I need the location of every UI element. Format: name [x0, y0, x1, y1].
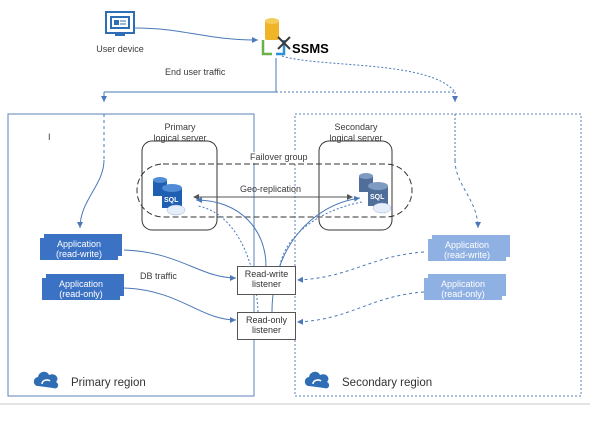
rw-listener-to-primary-db [195, 197, 267, 267]
primary-server-line1: Primary [164, 122, 196, 132]
secondary-region-label: Secondary region [342, 377, 433, 389]
app-title: Application [440, 279, 486, 289]
primary-server-box [141, 140, 218, 231]
secondary-app-read-write: Application (read-write) [428, 239, 506, 261]
app-mode: (read-only) [441, 289, 485, 299]
user-device-label: User device [96, 44, 144, 54]
ro-listener-to-primary-db-dotted [197, 205, 259, 313]
cloud-icon [33, 371, 59, 389]
read-only-listener: Read-only listener [237, 312, 296, 340]
ssms-curve-dotted [281, 55, 456, 93]
app-mode: (read-write) [55, 249, 102, 259]
geo-replication-label: Geo-replication [240, 184, 302, 194]
read-write-listener: Read-write listener [237, 266, 296, 295]
secondary-sql-label: SQL [370, 194, 385, 201]
app-title: Application [58, 279, 104, 289]
left-app-arrow [77, 159, 105, 229]
app-mode: (read-only) [59, 289, 103, 299]
ro-app-to-listener [123, 287, 237, 323]
right-app-arrow [454, 159, 481, 229]
secondary-app-read-only: Application (read-only) [424, 278, 502, 300]
secondary-server-line1: Secondary [334, 122, 378, 132]
ssms-label: SSMS [292, 41, 329, 56]
secondary-server-line2: logical server [329, 133, 383, 143]
listener-line1: Read-write [244, 269, 289, 279]
monitor-icon [105, 11, 135, 36]
primary-database-icon [153, 177, 186, 216]
secondary-database-icon [359, 173, 392, 214]
secondary-server-label: Secondary logical server [320, 122, 392, 144]
primary-server-label: Primary logical server [145, 122, 215, 144]
rw-app-to-listener [123, 249, 237, 281]
primary-region-label: Primary region [71, 377, 146, 389]
cloud-icon [304, 371, 330, 389]
sec-rw-app-to-listener [296, 251, 425, 283]
listener-line1: Read-only [245, 315, 288, 325]
primary-region-box [7, 113, 255, 397]
secondary-server-box [318, 140, 393, 231]
app-mode: (read-write) [443, 250, 490, 260]
listener-line2: listener [251, 325, 281, 335]
stray-mark: I [48, 132, 51, 142]
sec-ro-app-to-listener [296, 291, 425, 325]
db-traffic-label: DB traffic [140, 271, 177, 281]
rw-listener-to-secondary-db-dotted [279, 201, 363, 267]
ssms-icon [261, 18, 291, 56]
app-title: Application [56, 239, 102, 249]
primary-app-read-write: Application (read-write) [40, 238, 118, 260]
app-title: Application [444, 240, 490, 250]
primary-app-read-only: Application (read-only) [42, 278, 120, 300]
listener-line2: listener [251, 279, 281, 289]
primary-sql-label: SQL [164, 197, 179, 204]
device-to-ssms-line [134, 27, 259, 43]
failover-group-label: Failover group [248, 152, 310, 163]
end-user-traffic-label: End user traffic [165, 67, 226, 77]
failover-group-outline [136, 163, 413, 218]
primary-server-line2: logical server [153, 133, 207, 143]
